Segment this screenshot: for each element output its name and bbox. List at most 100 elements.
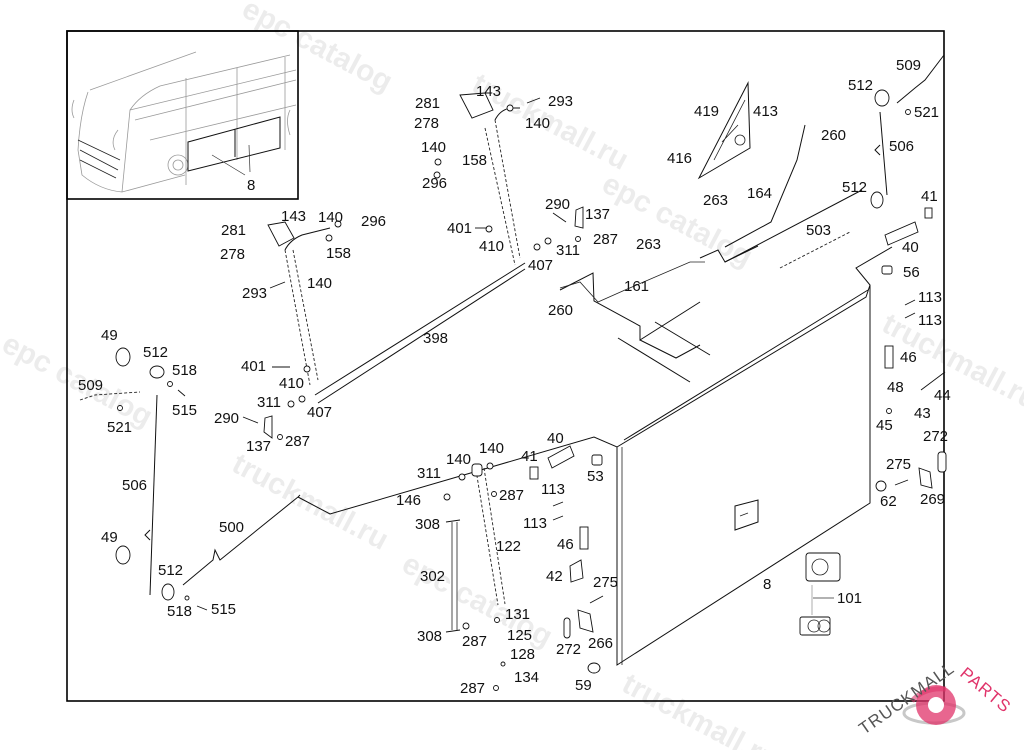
part-label-407: 407 (307, 404, 332, 421)
bracket-42 (569, 559, 584, 583)
part-label-311: 311 (556, 242, 580, 259)
part-label-296: 296 (361, 213, 386, 230)
part-label-509: 509 (78, 377, 103, 394)
part-label-44: 44 (934, 387, 951, 404)
rod-506-left (144, 394, 158, 596)
part-label-137: 137 (246, 438, 271, 455)
part-label-45: 45 (876, 417, 893, 434)
part-label-290: 290 (545, 196, 570, 213)
inset-frame (66, 30, 299, 200)
part-label-512: 512 (158, 562, 183, 579)
buffer-62 (875, 480, 887, 492)
part-label-287: 287 (462, 633, 487, 650)
part-label-113: 113 (918, 312, 942, 329)
lock-cylinder-101 (799, 552, 841, 636)
inset-overview: 8 (66, 30, 299, 200)
part-label-410: 410 (479, 238, 504, 255)
part-label-158: 158 (326, 245, 351, 262)
part-label-500: 500 (219, 519, 244, 536)
part-label-56: 56 (903, 264, 920, 281)
latch-137-left (263, 415, 273, 439)
part-label-43: 43 (914, 405, 931, 422)
part-label-410: 410 (279, 375, 304, 392)
part-label-311: 311 (417, 465, 441, 482)
plate-49-a (115, 347, 131, 367)
part-label-140: 140 (479, 440, 504, 457)
plate-272-bottom (563, 617, 571, 639)
part-label-49: 49 (101, 327, 118, 344)
part-label-53: 53 (587, 468, 604, 485)
part-label-521: 521 (107, 419, 132, 436)
part-label-275: 275 (886, 456, 911, 473)
part-label-260: 260 (548, 302, 573, 319)
part-label-398: 398 (423, 330, 448, 347)
part-label-275: 275 (593, 574, 618, 591)
hinge-143-left (267, 221, 295, 247)
part-label-113: 113 (523, 515, 547, 532)
part-label-40: 40 (547, 430, 564, 447)
plate-49-b (115, 545, 131, 565)
part-label-518: 518 (172, 362, 197, 379)
part-label-260: 260 (821, 127, 846, 144)
hinge-143-top (459, 92, 494, 119)
part-label-113: 113 (918, 289, 942, 306)
part-label-41: 41 (921, 188, 938, 205)
part-label-125: 125 (507, 627, 532, 644)
washers (117, 104, 911, 691)
striker-46-right (884, 345, 894, 369)
buffer-59 (587, 662, 601, 674)
part-label-140: 140 (318, 209, 343, 226)
truckmall-parts-logo: TRUCKMALL PARTS (855, 658, 1014, 738)
part-label-311: 311 (257, 394, 281, 411)
plate-272-right (937, 451, 947, 473)
part-label-518: 518 (167, 603, 192, 620)
part-label-503: 503 (806, 222, 831, 239)
part-label-42: 42 (546, 568, 563, 585)
link-509-left (79, 391, 141, 401)
watermark-text: truckmall.ru (227, 447, 394, 557)
part-label-164: 164 (747, 185, 772, 202)
part-label-278: 278 (220, 246, 245, 263)
logo-text-parts: PARTS (956, 664, 1014, 717)
part-label-140: 140 (307, 275, 332, 292)
gas-strut-122 (471, 463, 506, 606)
part-label-143: 143 (476, 83, 501, 100)
part-label-506: 506 (122, 477, 147, 494)
lock-512-c (149, 365, 165, 379)
lock-512-a (874, 89, 890, 107)
part-label-46: 46 (900, 349, 917, 366)
part-label-419: 419 (694, 103, 719, 120)
part-label-287: 287 (499, 487, 524, 504)
link-509-right (896, 54, 945, 104)
stopper-56 (881, 265, 893, 275)
part-label-134: 134 (514, 669, 539, 686)
part-label-296: 296 (422, 175, 447, 192)
part-label-41: 41 (521, 448, 538, 465)
part-label-46: 46 (557, 536, 574, 553)
part-label-293: 293 (548, 93, 573, 110)
link-164 (724, 124, 806, 248)
part-label-143: 143 (281, 208, 306, 225)
part-label-158: 158 (462, 152, 487, 169)
gear-logo-icon (902, 685, 966, 725)
striker-46-bottom (579, 526, 589, 550)
part-label-506: 506 (889, 138, 914, 155)
part-label-59: 59 (575, 677, 592, 694)
part-label-287: 287 (593, 231, 618, 248)
part-label-62: 62 (880, 493, 897, 510)
part-label-272: 272 (556, 641, 581, 658)
part-label-146: 146 (396, 492, 421, 509)
part-label-308: 308 (417, 628, 442, 645)
part-label-281: 281 (415, 95, 440, 112)
part-label-521: 521 (914, 104, 939, 121)
part-label-266: 266 (588, 635, 613, 652)
part-label-131: 131 (505, 606, 530, 623)
part-label-287: 287 (285, 433, 310, 450)
lock-512-b (870, 191, 884, 209)
part-label-128: 128 (510, 646, 535, 663)
part-label-416: 416 (667, 150, 692, 167)
part-label-308: 308 (415, 516, 440, 533)
part-label-263: 263 (703, 192, 728, 209)
part-label-101: 101 (837, 590, 862, 607)
part-label-122: 122 (496, 538, 521, 555)
